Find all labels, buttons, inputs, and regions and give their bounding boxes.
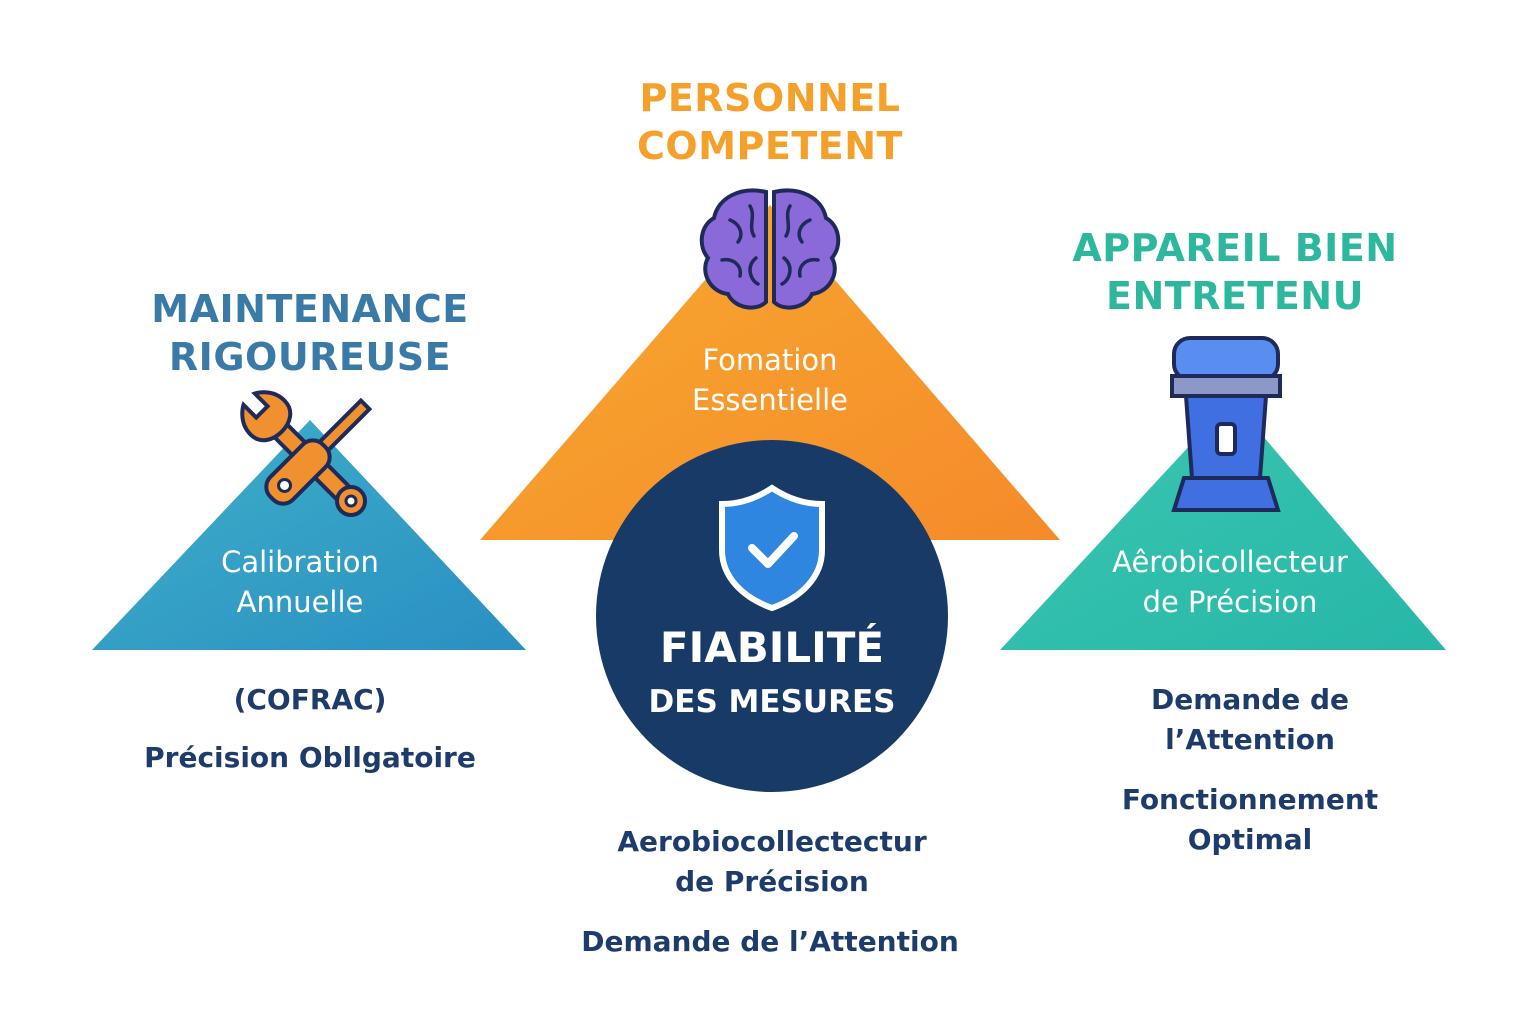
right-sub1-line2: l’Attention — [1165, 723, 1335, 756]
right-sub1-line1: Demande de — [1150, 683, 1350, 716]
left-triangle — [92, 420, 526, 650]
center-below1-line1: Aerobiocollectectur — [617, 825, 927, 858]
center-below1-line2: de Précision — [675, 865, 869, 898]
middle-inner-text: Fomation Essentielle — [620, 340, 920, 420]
right-sub2-line2: Optimal — [1187, 823, 1313, 856]
left-title: MAINTENANCE RIGOUREUSE — [110, 285, 510, 381]
left-sub2: Précision Obllgatoire — [144, 741, 476, 774]
middle-title: PERSONNEL COMPETENT — [570, 74, 970, 170]
center-line2: DES MESURES — [648, 684, 896, 720]
wrench-screwdriver-icon — [240, 390, 373, 518]
right-sub1: Demande de l’Attention — [1060, 680, 1440, 760]
shield-check-icon — [719, 484, 825, 612]
left-title-line2: RIGOUREUSE — [168, 335, 452, 379]
center-below2: Demande de l’Attention — [581, 925, 959, 958]
middle-inner-line2: Essentielle — [692, 383, 848, 417]
left-inner-line1: Calibration — [221, 545, 379, 579]
middle-triangle — [480, 205, 1060, 540]
left-inner-line2: Annuelle — [236, 585, 364, 619]
left-title-line1: MAINTENANCE — [151, 287, 469, 331]
brain-icon — [699, 188, 841, 310]
center-line1: FIABILITÉ — [659, 623, 885, 672]
right-title-line1: APPAREIL BIEN — [1072, 226, 1398, 270]
center-below1: Aerobiocollectectur de Précision — [572, 822, 972, 902]
right-triangle — [1000, 400, 1446, 650]
right-title-line2: ENTRETENU — [1106, 274, 1364, 318]
left-sub1: (COFRAC) — [233, 683, 387, 716]
middle-inner-line1: Fomation — [702, 343, 838, 377]
right-title: APPAREIL BIEN ENTRETENU — [1035, 224, 1435, 320]
middle-title-line2: COMPETENT — [637, 124, 903, 168]
right-inner-line1: Aêrobicollecteur — [1112, 545, 1348, 579]
right-sub2: Fonctionnement Optimal — [1060, 780, 1440, 860]
middle-title-line1: PERSONNEL — [639, 76, 901, 120]
right-sub2-line1: Fonctionnement — [1121, 783, 1379, 816]
left-inner-text: Calibration Annuelle — [150, 542, 450, 622]
right-inner-text: Aêrobicollecteur de Précision — [1070, 542, 1390, 622]
center-circle — [596, 440, 948, 792]
air-sampler-icon — [1170, 336, 1282, 512]
right-inner-line2: de Précision — [1142, 585, 1318, 619]
